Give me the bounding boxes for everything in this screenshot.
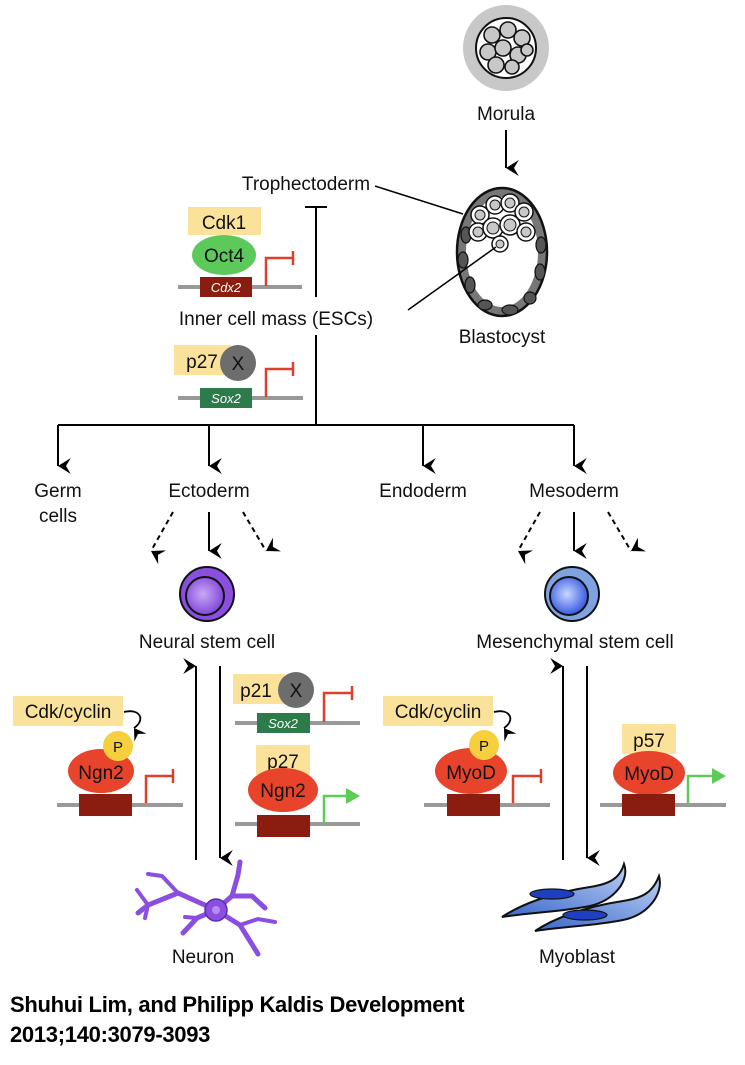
factor-label: MyoD [446, 763, 496, 784]
mesoderm-sub-arrows [517, 511, 647, 565]
gene-box [200, 388, 252, 408]
ectoderm-label: Ectoderm [168, 481, 249, 502]
citation: Shuhui Lim, and Philipp Kaldis Developme… [10, 990, 465, 1050]
icm-leader-line [407, 246, 497, 311]
x-factor-circle [220, 345, 256, 381]
morula-label: Morula [477, 104, 536, 125]
activation-symbol [322, 794, 348, 823]
repression-symbol [264, 251, 295, 286]
endoderm-label: Endoderm [379, 481, 467, 502]
factor-label: X [290, 681, 303, 702]
factor-label: MyoD [624, 764, 674, 785]
phospho-label: P [113, 739, 123, 756]
gene-box [257, 713, 310, 733]
gene-label: Sox2 [211, 391, 241, 406]
phospho-circle [103, 731, 133, 761]
inhibitor-label: p27 [267, 752, 299, 773]
kinase-label: Cdk1 [202, 213, 246, 234]
repression-symbol [322, 686, 354, 722]
factor-label: X [232, 354, 245, 375]
myod-ellipse [613, 751, 685, 795]
inhibitor-box [233, 674, 285, 704]
factor-label: Ngn2 [78, 763, 123, 784]
inhibitor-box [622, 724, 676, 754]
activation-arrowhead [346, 788, 360, 804]
lineage-tree [57, 335, 587, 474]
repression-symbol [511, 769, 543, 803]
myoblast-label: Myoblast [539, 947, 616, 968]
germ-cells-label-line1: Germ [34, 481, 82, 502]
blastocyst-label: Blastocyst [459, 327, 546, 348]
neuron-icon [135, 859, 277, 957]
gene-box [79, 794, 132, 816]
inhibitor-label: p57 [633, 731, 665, 752]
module-cdk-ngn2: Cdk/cyclin P Ngn2 [13, 696, 183, 816]
neuron-label: Neuron [172, 947, 234, 968]
factor-label: Ngn2 [260, 781, 305, 802]
neural-stem-cell-icon [179, 566, 235, 622]
inhibition-bar [305, 206, 327, 297]
repression-symbol [264, 362, 295, 397]
module-cdk-myod: Cdk/cyclin P MyoD [383, 696, 550, 816]
ngn2-ellipse [248, 768, 318, 812]
gene-box [257, 815, 310, 837]
factor-label: Oct4 [204, 246, 245, 267]
module-p21-x-sox2: p21 X Sox2 [233, 672, 360, 733]
inhibitor-label: p27 [186, 352, 218, 373]
gene-label: Sox2 [268, 716, 298, 731]
kinase-box [188, 207, 261, 235]
activation-arrowhead [712, 768, 726, 784]
kinase-label: Cdk/cyclin [25, 702, 112, 723]
blastocyst-icon [455, 186, 549, 318]
myoblast-icon [501, 860, 661, 932]
phospho-circle [469, 730, 499, 760]
module-p57-myod: p57 MyoD [600, 724, 726, 816]
module-p27-ngn2: p27 Ngn2 [235, 745, 360, 837]
inner-cell-mass-label: Inner cell mass (ESCs) [179, 309, 373, 330]
neural-stem-cell-label: Neural stem cell [139, 632, 275, 653]
citation-line-1: Shuhui Lim, and Philipp Kaldis Developme… [10, 992, 465, 1017]
inhibitor-label: p21 [240, 681, 272, 702]
citation-line-2: 2013;140:3079-3093 [10, 1022, 211, 1047]
mesoderm-label: Mesoderm [529, 481, 619, 502]
gene-box [622, 794, 675, 816]
phosphorylation-arrow [123, 710, 147, 742]
mesenchymal-stem-cell-icon [544, 566, 600, 622]
trophectoderm-leader-line [374, 185, 464, 215]
gene-box [200, 277, 252, 297]
kinase-box [383, 696, 493, 726]
gene-box [447, 794, 500, 816]
myod-ellipse [435, 748, 507, 794]
germ-cells-label-line2: cells [39, 506, 77, 527]
activation-symbol [686, 774, 714, 803]
ectoderm-sub-arrows [150, 511, 282, 565]
repression-symbol [144, 769, 175, 803]
phospho-label: P [479, 738, 489, 755]
x-factor-circle [278, 672, 314, 708]
trophectoderm-label: Trophectoderm [242, 174, 370, 195]
morula-icon [463, 5, 549, 91]
module-p27-x-sox2: p27 X Sox2 [174, 345, 303, 408]
gene-label: Cdx2 [211, 280, 242, 295]
phosphorylation-arrow [493, 710, 517, 742]
mesenchymal-stem-cell-label: Mesenchymal stem cell [476, 632, 673, 653]
kinase-box [13, 696, 123, 726]
oct4-ellipse [192, 235, 256, 275]
kinase-label: Cdk/cyclin [395, 702, 482, 723]
module-cdk1-oct4-cdx2: Cdk1 Oct4 Cdx2 [178, 207, 302, 297]
